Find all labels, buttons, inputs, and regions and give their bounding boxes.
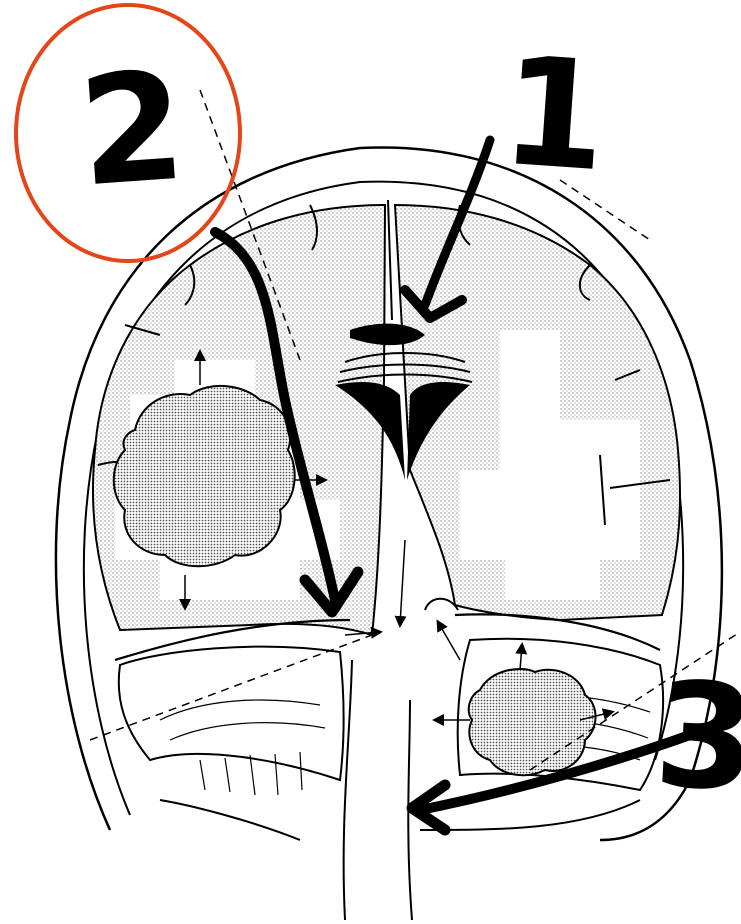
uncus (425, 599, 458, 610)
label-3: 3 (651, 662, 741, 812)
brainstem (344, 660, 412, 920)
posterior-fossa-floor (160, 800, 640, 840)
left-cerebellum (119, 647, 344, 780)
label-1: 1 (497, 37, 612, 194)
infratentorial-mass (469, 669, 596, 775)
falx (388, 200, 392, 320)
label-2: 2 (75, 52, 190, 209)
